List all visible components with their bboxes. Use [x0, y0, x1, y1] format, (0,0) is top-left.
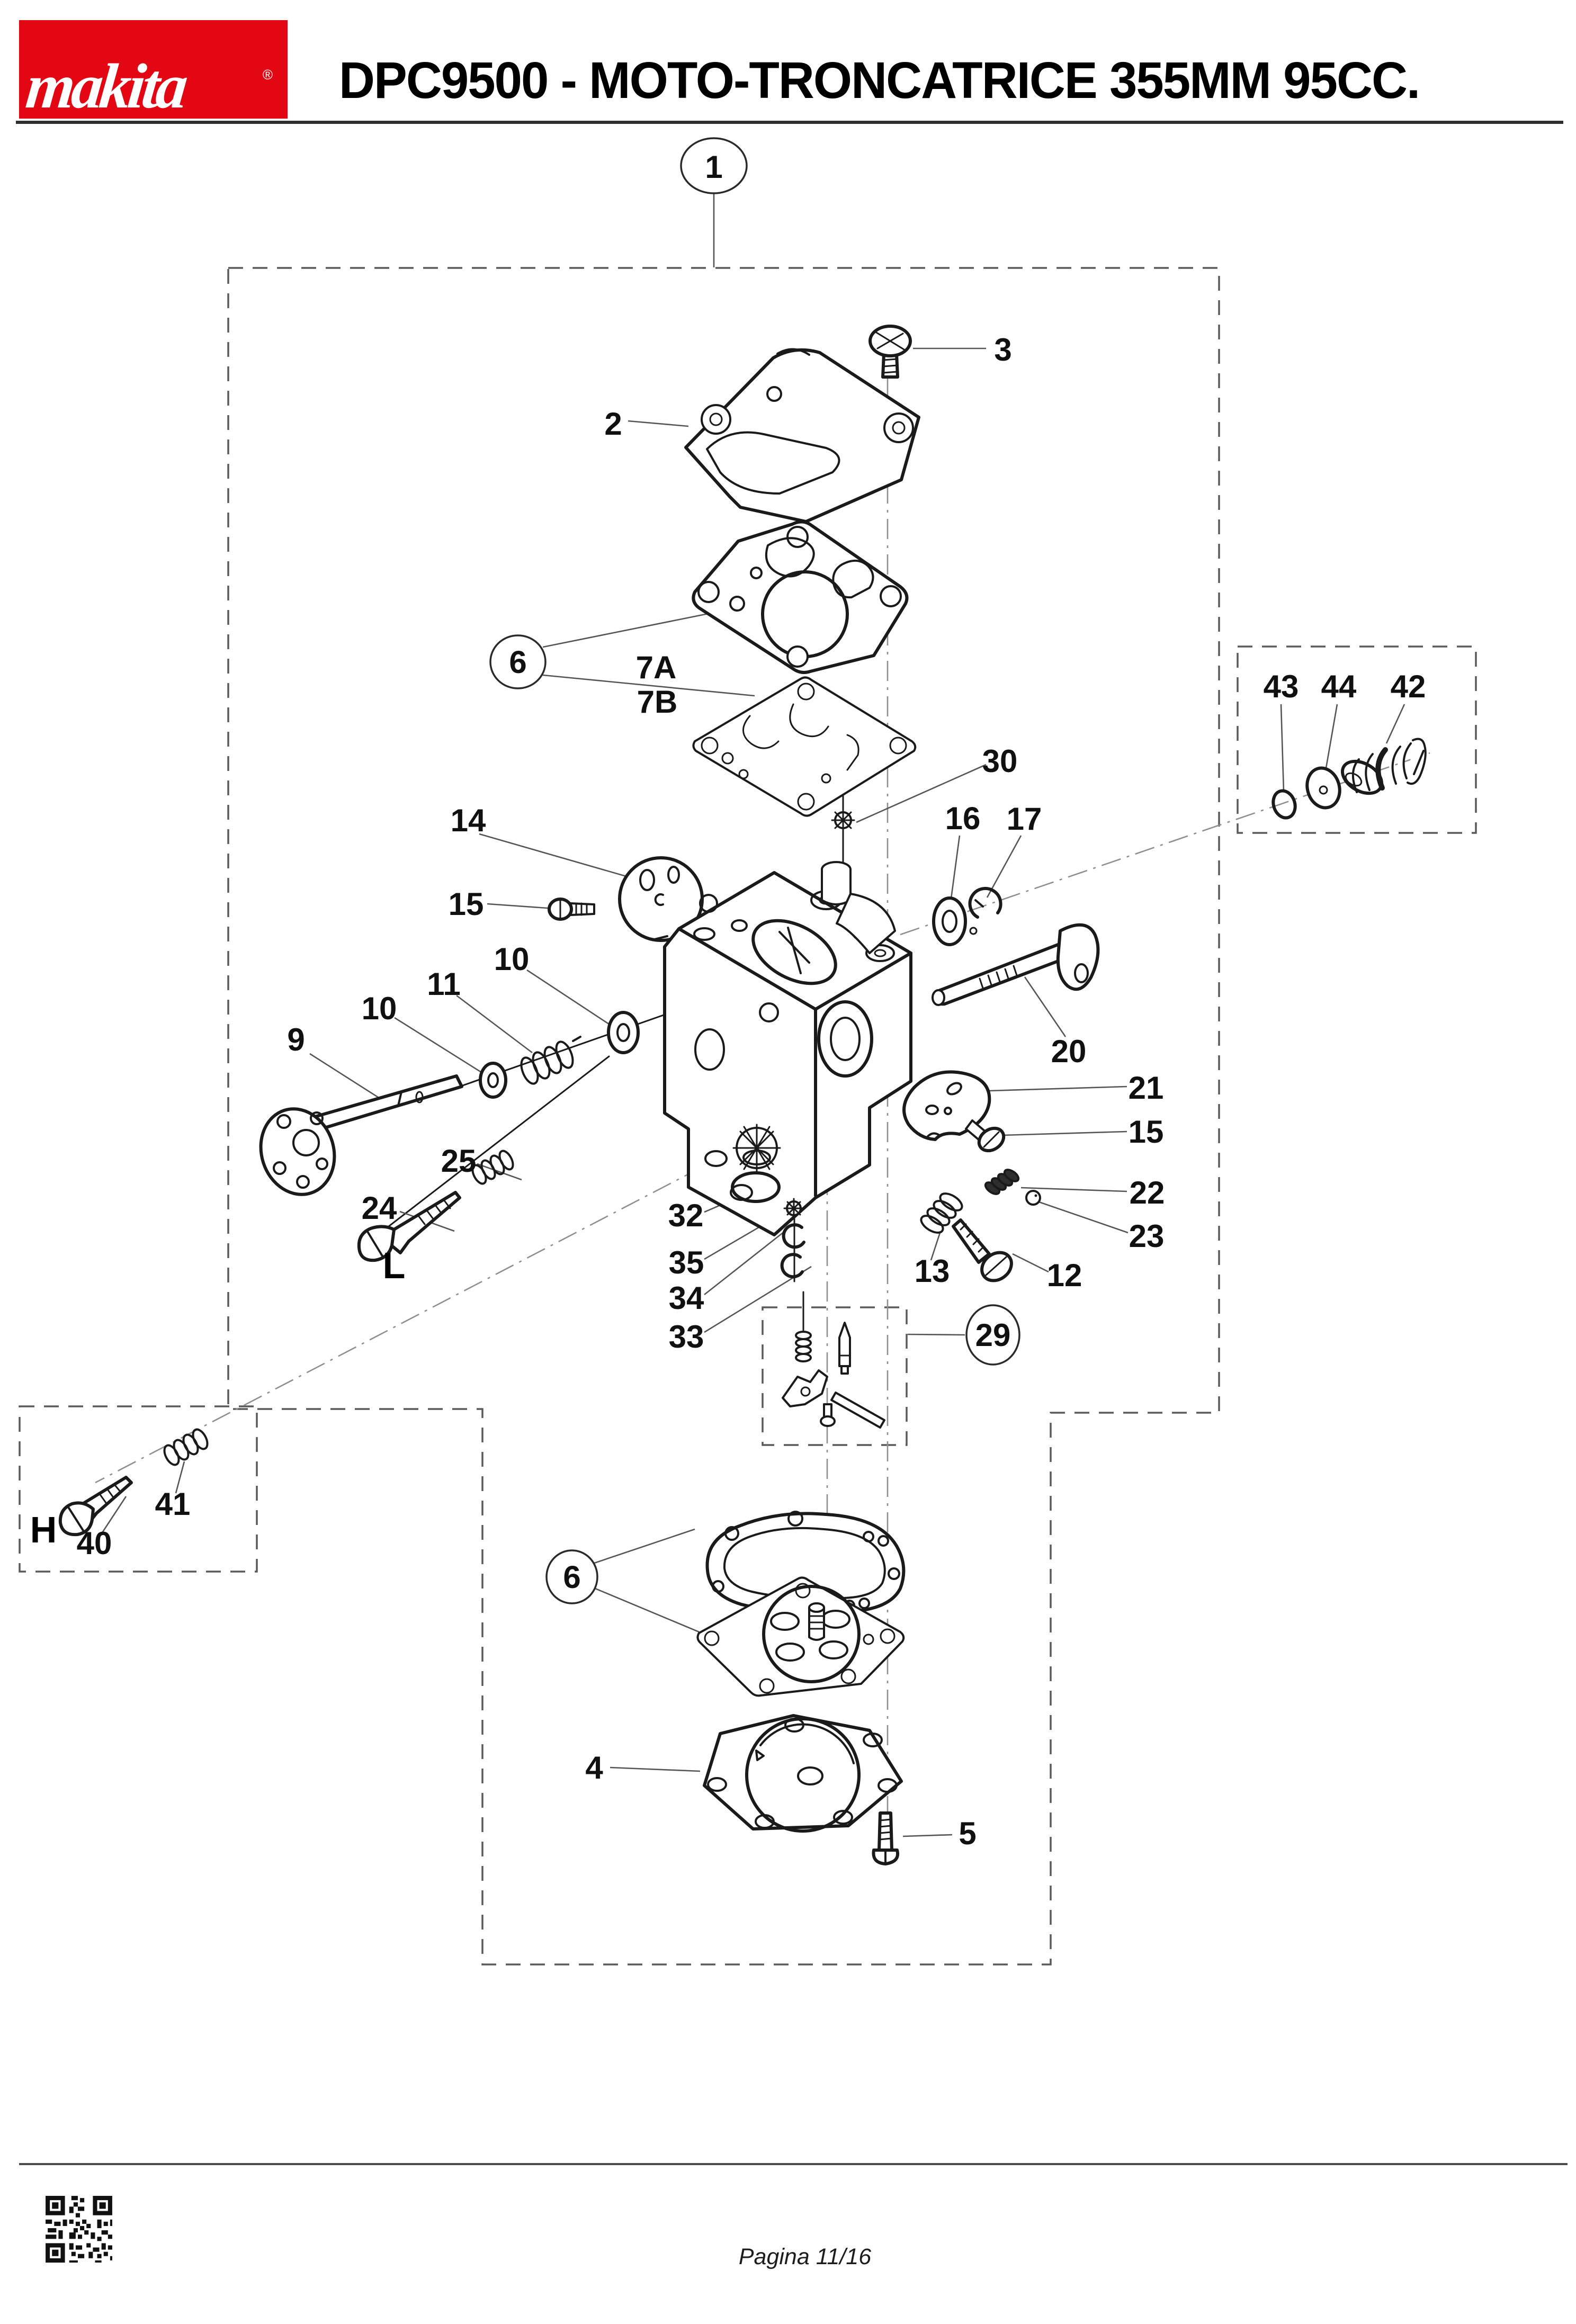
part-spring-41 — [163, 1428, 209, 1466]
part-gasket-7A — [692, 520, 909, 674]
callout-43: 43 — [1264, 669, 1299, 704]
callout-25: 25 — [441, 1143, 477, 1179]
part-shaft-20 — [932, 923, 1100, 1006]
callout-5: 5 — [959, 1816, 976, 1851]
callout-29: 29 — [975, 1317, 1011, 1353]
callout-13: 13 — [915, 1253, 950, 1289]
callouts: 1 2 3 6 7A 7B 30 14 15 16 17 43 44 42 9 … — [30, 137, 1426, 1851]
callout-9: 9 — [287, 1022, 305, 1057]
callout-6-bottom: 6 — [563, 1559, 580, 1595]
part-swivel-21 — [902, 1070, 991, 1141]
callout-H: H — [30, 1509, 57, 1550]
callout-42: 42 — [1391, 669, 1426, 704]
page-number: Pagina 11/16 — [738, 2244, 872, 2269]
part-pump-rotor — [732, 1124, 781, 1172]
part-needle-valve-group-29 — [782, 1322, 885, 1429]
callout-41: 41 — [155, 1486, 191, 1522]
callout-circle-1 — [680, 137, 748, 194]
group-boundary-main — [227, 267, 1220, 1966]
callout-32: 32 — [668, 1198, 704, 1233]
part-cring-34 — [782, 1223, 805, 1249]
leader-lines — [101, 192, 1405, 1837]
part-washer-10-right — [607, 1011, 640, 1054]
part-bottom-cover-4 — [703, 1714, 903, 1833]
footer-rule — [19, 2163, 1568, 2165]
callout-10-left: 10 — [362, 991, 397, 1026]
part-washer-16 — [932, 896, 978, 946]
callout-16: 16 — [945, 801, 981, 836]
part-spring-22 — [984, 1169, 1020, 1195]
part-carburetor-body — [663, 861, 912, 1236]
callout-14: 14 — [451, 803, 486, 838]
callout-4: 4 — [585, 1750, 603, 1785]
callout-40: 40 — [77, 1526, 112, 1561]
callout-17: 17 — [1007, 801, 1042, 837]
callout-24: 24 — [362, 1190, 397, 1226]
group-boundary-H — [19, 1405, 258, 1573]
callout-2: 2 — [604, 406, 622, 442]
callout-44: 44 — [1321, 669, 1357, 704]
centerline-axis-H — [95, 1100, 829, 1484]
part-lever-9 — [259, 1074, 463, 1196]
callout-circle-29 — [965, 1304, 1020, 1366]
part-screw-24-L — [357, 1191, 461, 1262]
part-oring-43 — [1271, 789, 1297, 820]
part-spring-25 — [471, 1150, 514, 1185]
callout-11: 11 — [427, 966, 460, 1002]
callout-7A: 7A — [636, 650, 677, 685]
callout-22: 22 — [1130, 1175, 1165, 1210]
part-screw-15-left — [548, 898, 595, 921]
part-diaphragm-7B — [692, 676, 917, 817]
part-eclip-17 — [968, 886, 1002, 919]
callout-12: 12 — [1047, 1258, 1082, 1293]
page-title: DPC9500 - MOTO-TRONCATRICE 355MM 95CC. — [339, 51, 1420, 109]
part-cring-33 — [780, 1253, 804, 1279]
callout-6-top: 6 — [509, 644, 526, 680]
part-washer-44 — [1305, 766, 1341, 810]
callout-34: 34 — [669, 1280, 704, 1316]
header-rule — [16, 121, 1563, 124]
centerline-axis-42 — [900, 752, 1430, 936]
callout-3: 3 — [994, 332, 1011, 367]
qr-code — [43, 2194, 114, 2265]
callout-21: 21 — [1129, 1070, 1164, 1106]
group-boundary-42-44 — [1237, 645, 1477, 834]
makita-logo: makita ® — [19, 20, 288, 121]
part-screw-5 — [872, 1811, 899, 1865]
callout-1: 1 — [705, 149, 722, 185]
part-screw-12 — [952, 1218, 1013, 1282]
callout-7B: 7B — [637, 684, 678, 720]
callout-20: 20 — [1051, 1034, 1087, 1069]
part-valve-screw-42 — [1341, 738, 1427, 795]
callout-23: 23 — [1129, 1218, 1165, 1254]
callout-33: 33 — [669, 1319, 704, 1354]
callout-35: 35 — [669, 1245, 704, 1280]
part-oring-32 — [731, 1171, 781, 1203]
part-star-30 — [831, 808, 855, 832]
part-spring-11 — [520, 1036, 581, 1085]
callout-30: 30 — [982, 743, 1018, 779]
part-screw-15-right — [965, 1119, 1006, 1153]
callout-15-left: 15 — [449, 886, 484, 922]
part-star-35 — [783, 1198, 804, 1219]
part-ball-23 — [1025, 1190, 1041, 1206]
callout-circle-6-bottom — [545, 1549, 598, 1604]
callout-circle-6-top — [489, 634, 547, 689]
callout-15-right: 15 — [1129, 1114, 1164, 1150]
part-spring-13 — [920, 1192, 963, 1234]
part-screw-3 — [868, 325, 912, 379]
part-screw-40-H — [58, 1476, 133, 1537]
group-boundary-29 — [762, 1306, 908, 1446]
registered-trademark-icon: ® — [262, 67, 273, 83]
callout-10-right: 10 — [494, 941, 530, 977]
part-pump-diaphragm-bottom — [696, 1576, 905, 1697]
part-pump-cover-2 — [684, 348, 920, 523]
callout-L: L — [383, 1245, 406, 1286]
part-washer-10-left — [479, 1062, 507, 1099]
